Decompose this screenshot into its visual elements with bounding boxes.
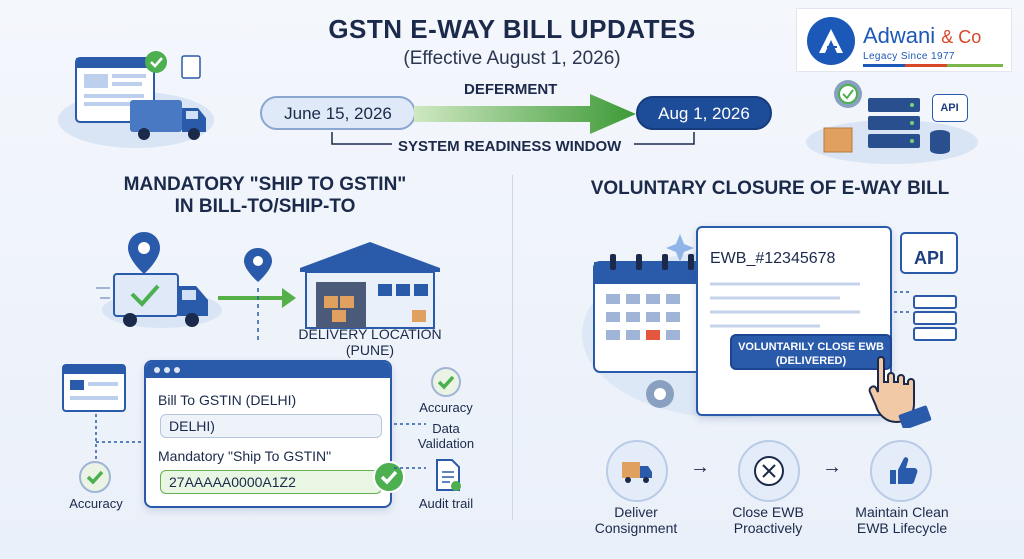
window-bracket xyxy=(331,132,695,145)
audit-trail-label: Audit trail xyxy=(418,496,474,511)
close-step-icon xyxy=(738,440,800,502)
connector-right xyxy=(394,423,426,469)
pointing-hand-icon xyxy=(868,356,932,428)
laptop-truck-illustration xyxy=(58,51,214,148)
api-badge-top: API xyxy=(932,94,968,122)
deliver-step-icon xyxy=(606,440,668,502)
step-label-deliver: Deliver Consignment xyxy=(594,504,678,536)
logo-tagline: Legacy Since 1977 xyxy=(863,51,955,62)
logo-stripe xyxy=(863,64,1003,67)
ship-to-input[interactable]: 27AAAAA0000A1Z2 xyxy=(160,470,382,494)
page-subtitle: (Effective August 1, 2026) xyxy=(403,48,621,69)
bill-to-label: Bill To GSTIN (DELHI) xyxy=(158,392,297,408)
document-lines xyxy=(710,282,860,328)
deferment-label: DEFERMENT xyxy=(464,81,558,98)
accuracy-label-right: Accuracy xyxy=(419,400,473,415)
ewb-document-card: EWB_#12345678 xyxy=(696,226,892,416)
readiness-window-label: SYSTEM READINESS WINDOW xyxy=(398,138,622,155)
end-date-pill: Aug 1, 2026 xyxy=(636,96,772,130)
section-divider xyxy=(512,175,513,520)
server-stack-icon xyxy=(894,291,957,341)
api-badge: API xyxy=(900,232,958,274)
bill-to-input[interactable]: DELHI) xyxy=(160,414,382,438)
left-section-title: MANDATORY "SHIP TO GSTIN" IN BILL-TO/SHI… xyxy=(123,174,407,217)
browser-window-icon xyxy=(62,364,126,412)
accuracy-label-left: Accuracy xyxy=(69,496,123,511)
data-validation-label: Data Validation xyxy=(417,421,475,451)
page-title: GSTN E-WAY BILL UPDATES xyxy=(328,14,696,44)
connector-left xyxy=(95,414,146,460)
delivery-location-label: DELIVERY LOCATION (PUNE) xyxy=(298,326,442,358)
ship-to-valid-check-icon xyxy=(373,461,405,493)
step-label-close: Close EWB Proactively xyxy=(732,504,804,536)
gstin-form-card: Bill To GSTIN (DELHI) DELHI) Mandatory "… xyxy=(144,360,392,508)
voluntarily-close-ewb-button[interactable]: VOLUNTARILY CLOSE EWB (DELIVERED) xyxy=(730,334,892,370)
accuracy-check-icon-right xyxy=(431,367,461,397)
accuracy-check-icon-left xyxy=(79,461,111,493)
ship-to-illustration xyxy=(96,232,440,340)
deferment-arrow xyxy=(414,94,636,134)
form-titlebar xyxy=(146,362,390,378)
step-arrow-2: → xyxy=(822,456,842,478)
logo-name: Adwani & Co xyxy=(863,23,982,48)
logo-mark-icon xyxy=(807,17,855,65)
audit-document-icon xyxy=(436,459,461,491)
step-label-maintain: Maintain Clean EWB Lifecycle xyxy=(855,504,949,536)
right-section-title: VOLUNTARY CLOSURE OF E-WAY BILL xyxy=(590,178,950,199)
step-arrow-1: → xyxy=(690,456,710,478)
start-date-pill: June 15, 2026 xyxy=(260,96,416,130)
ship-to-label: Mandatory "Ship To GSTIN" xyxy=(158,448,332,464)
company-logo: Adwani & Co Legacy Since 1977 xyxy=(796,8,1012,72)
thumbs-up-step-icon xyxy=(870,440,932,502)
ewb-id: EWB_#12345678 xyxy=(710,250,836,267)
server-illustration xyxy=(806,80,978,164)
